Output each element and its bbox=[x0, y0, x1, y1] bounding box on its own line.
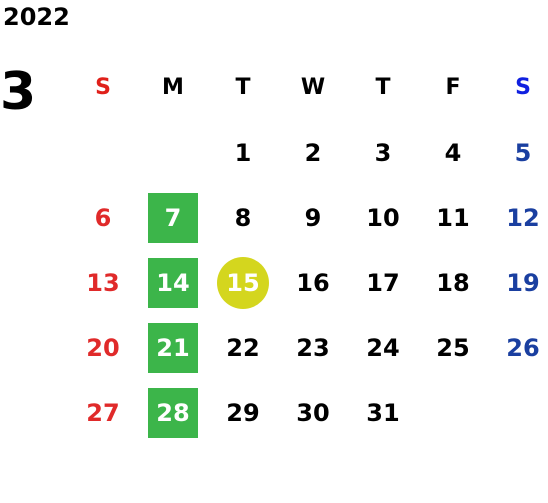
day-cell[interactable]: 26 bbox=[506, 333, 540, 362]
weekday-monday: M bbox=[162, 74, 184, 100]
day-cell-highlighted[interactable]: 28 bbox=[138, 380, 208, 445]
day-cell[interactable]: 29 bbox=[226, 398, 260, 427]
day-cell[interactable]: 30 bbox=[296, 398, 330, 427]
day-cell[interactable]: 11 bbox=[436, 203, 470, 232]
day-cell[interactable]: 8 bbox=[234, 203, 252, 232]
day-cell-today[interactable]: 15 bbox=[208, 250, 278, 315]
day-cell[interactable]: 12 bbox=[506, 203, 540, 232]
day-cell-highlighted[interactable]: 14 bbox=[138, 250, 208, 315]
weekday-saturday: S bbox=[515, 74, 531, 100]
day-cell[interactable]: 10 bbox=[366, 203, 400, 232]
day-cell[interactable]: 18 bbox=[436, 268, 470, 297]
day-cell bbox=[418, 380, 488, 445]
day-cell[interactable]: 17 bbox=[366, 268, 400, 297]
day-cell[interactable]: 22 bbox=[226, 333, 260, 362]
weekday-friday: F bbox=[445, 74, 461, 100]
weekday-thursday: T bbox=[375, 74, 391, 100]
day-cell[interactable]: 1 bbox=[234, 138, 252, 167]
day-cell[interactable]: 27 bbox=[86, 398, 120, 427]
day-cell-highlighted[interactable]: 7 bbox=[138, 185, 208, 250]
day-cell[interactable]: 16 bbox=[296, 268, 330, 297]
month-label: 3 bbox=[0, 62, 37, 122]
day-cell[interactable]: 3 bbox=[374, 138, 392, 167]
day-cell bbox=[138, 120, 208, 185]
day-cell[interactable]: 13 bbox=[86, 268, 120, 297]
day-cell[interactable]: 6 bbox=[94, 203, 112, 232]
day-cell bbox=[68, 120, 138, 185]
day-cell[interactable]: 25 bbox=[436, 333, 470, 362]
day-cell[interactable]: 31 bbox=[366, 398, 400, 427]
day-cell bbox=[488, 380, 548, 445]
day-cell[interactable]: 9 bbox=[304, 203, 322, 232]
day-cell[interactable]: 5 bbox=[514, 138, 532, 167]
calendar-grid: S M T W T F S 1 2 3 4 5 6 7 8 9 10 11 12… bbox=[68, 55, 548, 445]
weekday-wednesday: W bbox=[300, 74, 326, 100]
day-cell[interactable]: 23 bbox=[296, 333, 330, 362]
day-cell[interactable]: 19 bbox=[506, 268, 540, 297]
weekday-sunday: S bbox=[95, 74, 111, 100]
day-cell-highlighted[interactable]: 21 bbox=[138, 315, 208, 380]
weekday-tuesday: T bbox=[235, 74, 251, 100]
day-cell[interactable]: 4 bbox=[444, 138, 462, 167]
day-cell[interactable]: 2 bbox=[304, 138, 322, 167]
year-label: 2022 bbox=[3, 3, 70, 31]
day-cell[interactable]: 20 bbox=[86, 333, 120, 362]
day-cell[interactable]: 24 bbox=[366, 333, 400, 362]
